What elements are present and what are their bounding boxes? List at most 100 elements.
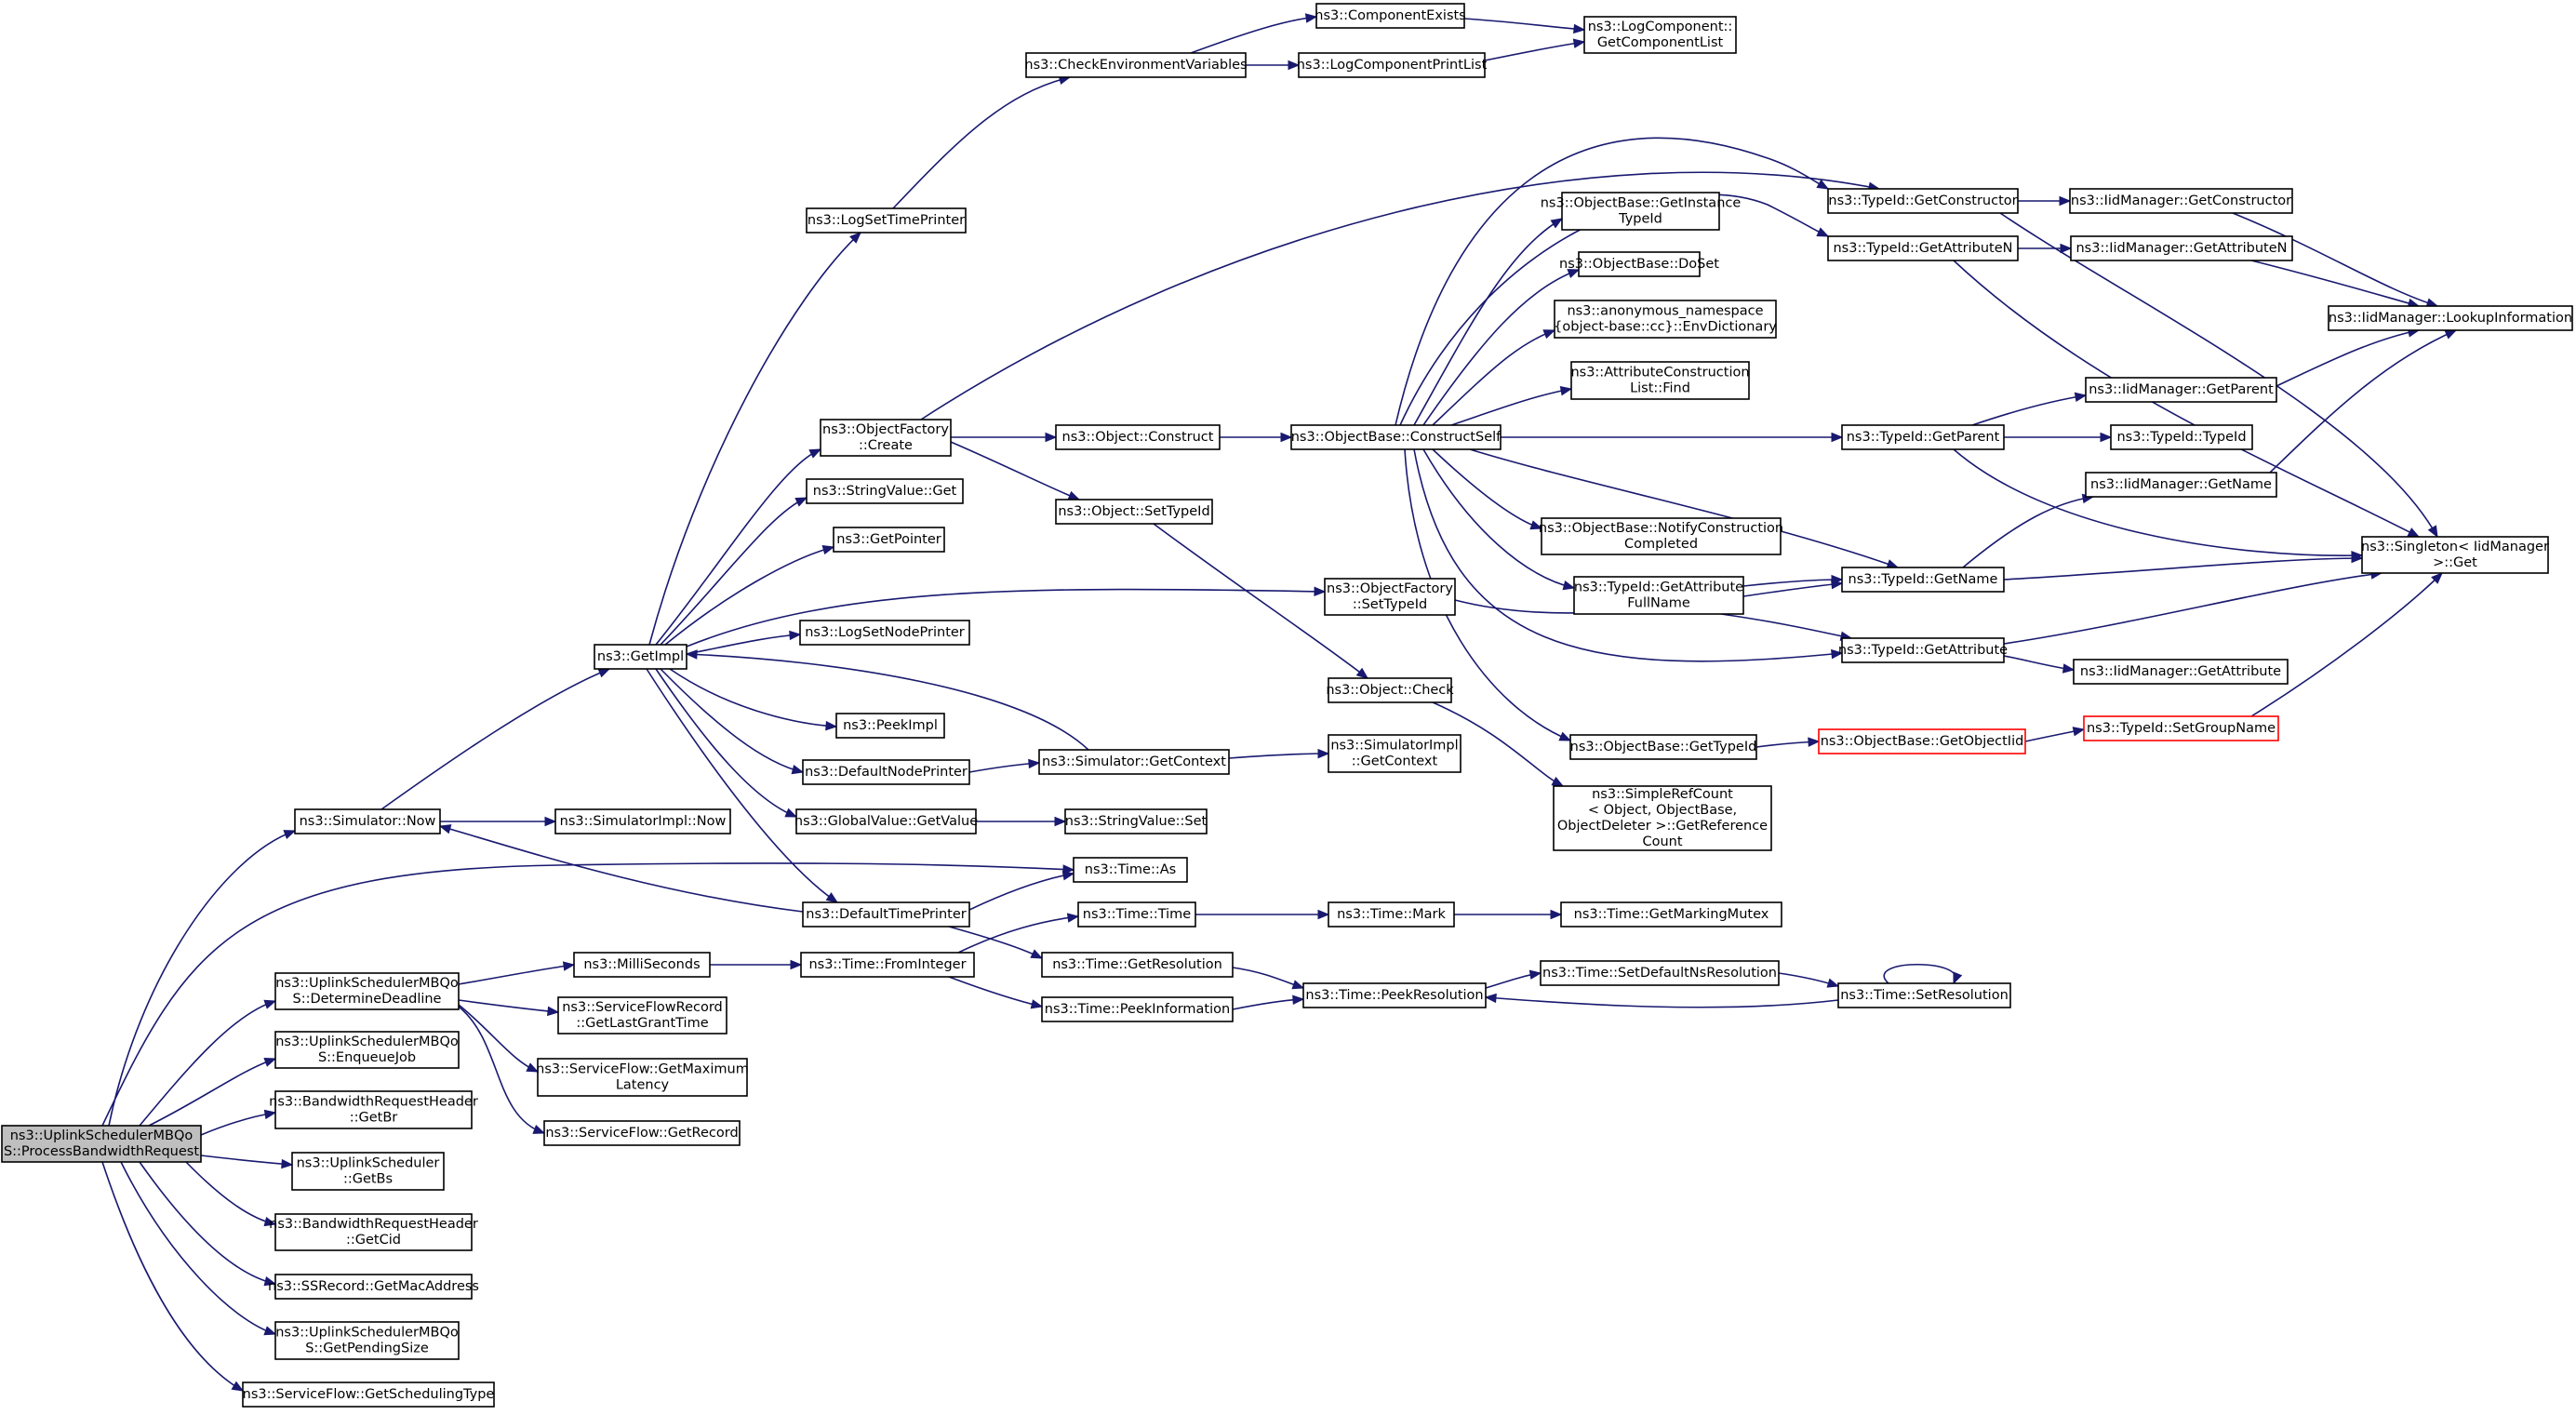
node-simgetcontext[interactable]: ns3::Simulator::GetContext xyxy=(1038,749,1230,775)
node-label: ns3::UplinkSchedulerMBQo xyxy=(10,1128,194,1143)
node-notifyconstr[interactable]: ns3::ObjectBase::NotifyConstructionCompl… xyxy=(1539,517,1783,555)
arrowhead xyxy=(1045,432,1058,443)
node-doset[interactable]: ns3::ObjectBase::DoSet xyxy=(1559,251,1719,277)
node-defnodeprinter[interactable]: ns3::DefaultNodePrinter xyxy=(802,759,970,785)
node-determine[interactable]: ns3::UplinkSchedulerMBQoS::DetermineDead… xyxy=(274,972,460,1010)
arrowhead xyxy=(2072,727,2086,737)
edge-constructself-to-notifyconstr xyxy=(1432,448,1543,530)
node-label: ns3::Time::GetResolution xyxy=(1052,957,1222,972)
node-logsettime[interactable]: ns3::LogSetTimePrinter xyxy=(806,207,967,234)
edge-getimpl-to-deftimeprinter xyxy=(646,668,839,903)
node-setdefnsres[interactable]: ns3::Time::SetDefaultNsResolution xyxy=(1540,960,1780,986)
node-iidlookup[interactable]: ns3::IidManager::LookupInformation xyxy=(2328,305,2573,331)
node-box xyxy=(291,1152,445,1191)
node-tidgetname[interactable]: ns3::TypeId::GetName xyxy=(1841,567,2005,593)
node-getcid[interactable]: ns3::BandwidthRequestHeader::GetCid xyxy=(269,1213,478,1251)
node-timegetres[interactable]: ns3::Time::GetResolution xyxy=(1041,952,1234,978)
edge-simnow-to-simimplnow xyxy=(440,816,557,827)
node-label: ns3::UplinkSchedulerMBQo xyxy=(275,1326,459,1341)
node-milliseconds[interactable]: ns3::MilliSeconds xyxy=(573,952,711,978)
node-timepeekinfo[interactable]: ns3::Time::PeekInformation xyxy=(1041,996,1234,1022)
edge-line xyxy=(968,873,1074,911)
node-objcheck[interactable]: ns3::Object::Check xyxy=(1326,677,1454,703)
node-tidgetconstr[interactable]: ns3::TypeId::GetConstructor xyxy=(1827,188,2019,214)
node-objsettypeid[interactable]: ns3::Object::SetTypeId xyxy=(1055,499,1213,525)
node-objfactcreate[interactable]: ns3::ObjectFactory::Create xyxy=(820,419,952,457)
node-obgetobjtid[interactable]: ns3::ObjectBase::GetObjectIid xyxy=(1818,728,2026,754)
node-logsetnode[interactable]: ns3::LogSetNodePrinter xyxy=(799,620,970,646)
node-box xyxy=(2070,235,2293,261)
arrowhead xyxy=(263,1057,277,1067)
node-simimplnow[interactable]: ns3::SimulatorImpl::Now xyxy=(554,808,731,834)
arrowhead xyxy=(1304,13,1318,23)
node-label: ns3::SSRecord::GetMacAddress xyxy=(268,1279,479,1294)
nodes-layer: ns3::UplinkSchedulerMBQoS::ProcessBandwi… xyxy=(1,3,2573,1408)
node-getimpl[interactable]: ns3::GetImpl xyxy=(594,644,687,670)
node-simplerefcount[interactable]: ns3::SimpleRefCount< Object, ObjectBase,… xyxy=(1553,785,1772,851)
edge-line xyxy=(1432,329,1555,426)
node-checkenv[interactable]: ns3::CheckEnvironmentVariables xyxy=(1024,52,1248,78)
node-sfrlastgrant[interactable]: ns3::ServiceFlowRecord::GetLastGrantTime xyxy=(557,996,727,1035)
node-tidsetgroup[interactable]: ns3::TypeId::SetGroupName xyxy=(2083,715,2279,741)
node-peekimpl[interactable]: ns3::PeekImpl xyxy=(835,713,945,739)
node-constructself[interactable]: ns3::ObjectBase::ConstructSelf xyxy=(1290,424,1502,450)
node-iidgetname[interactable]: ns3::IidManager::GetName xyxy=(2085,472,2277,498)
node-getmac[interactable]: ns3::SSRecord::GetMacAddress xyxy=(268,1274,479,1300)
node-label: ns3::ServiceFlow::GetSchedulingType xyxy=(243,1387,495,1402)
node-getbs[interactable]: ns3::UplinkScheduler::GetBs xyxy=(291,1152,445,1191)
node-tidtypeid[interactable]: ns3::TypeId::TypeId xyxy=(2110,424,2253,450)
node-iidgetattr[interactable]: ns3::IidManager::GetAttribute xyxy=(2073,659,2289,685)
node-obgettypeid[interactable]: ns3::ObjectBase::GetTypeId xyxy=(1569,734,1757,760)
node-singletonget[interactable]: ns3::Singleton< IidManager>::Get xyxy=(2361,536,2549,574)
node-tidgetattr[interactable]: ns3::TypeId::GetAttribute xyxy=(1838,637,2008,663)
edge-constructself-to-getinsttypeid xyxy=(1413,218,1564,426)
node-timeas[interactable]: ns3::Time::As xyxy=(1073,857,1188,883)
node-getpending[interactable]: ns3::UplinkSchedulerMBQoS::GetPendingSiz… xyxy=(274,1321,460,1360)
node-logcompprint[interactable]: ns3::LogComponentPrintList xyxy=(1297,52,1488,78)
edge-root-to-getcid xyxy=(185,1161,277,1227)
node-envdict[interactable]: ns3::anonymous_namespace{object-base::cc… xyxy=(1554,300,1777,339)
node-objfactsettypeid[interactable]: ns3::ObjectFactory::SetTypeId xyxy=(1324,578,1456,616)
node-root[interactable]: ns3::UplinkSchedulerMBQoS::ProcessBandwi… xyxy=(1,1125,202,1163)
node-iidgetconstr[interactable]: ns3::IidManager::GetConstructor xyxy=(2069,188,2293,214)
edge-line xyxy=(646,668,838,903)
node-sfgetrecord[interactable]: ns3::ServiceFlow::GetRecord xyxy=(543,1120,741,1146)
node-simnow[interactable]: ns3::Simulator::Now xyxy=(294,808,441,834)
node-getbr[interactable]: ns3::BandwidthRequestHeader::GetBr xyxy=(269,1090,478,1129)
node-deftimeprinter[interactable]: ns3::DefaultTimePrinter xyxy=(802,901,970,928)
node-timesetres[interactable]: ns3::Time::SetResolution xyxy=(1837,982,2011,1008)
edge-globalvalget-to-strvalset xyxy=(976,816,1067,827)
node-tidgetparent[interactable]: ns3::TypeId::GetParent xyxy=(1841,424,2005,450)
node-iidgetattrn[interactable]: ns3::IidManager::GetAttributeN xyxy=(2070,235,2293,261)
node-logcompget[interactable]: ns3::LogComponent::GetComponentList xyxy=(1583,16,1737,54)
node-timepeekres[interactable]: ns3::Time::PeekResolution xyxy=(1302,982,1487,1008)
node-box xyxy=(1569,734,1757,760)
node-getpointer[interactable]: ns3::GetPointer xyxy=(833,527,945,553)
node-objconstruct[interactable]: ns3::Object::Construct xyxy=(1055,424,1221,450)
node-strvalset[interactable]: ns3::StringValue::Set xyxy=(1064,808,1208,834)
node-box xyxy=(806,478,964,504)
edge-tidgetparent-to-iidgetparent xyxy=(1971,392,2088,426)
node-iidgetparent[interactable]: ns3::IidManager::GetParent xyxy=(2085,377,2277,403)
node-globalvalget[interactable]: ns3::GlobalValue::GetValue xyxy=(794,808,978,834)
node-label: >::Get xyxy=(2433,555,2477,570)
node-getmarkmutex[interactable]: ns3::Time::GetMarkingMutex xyxy=(1560,901,1782,928)
node-timefromint[interactable]: ns3::Time::FromInteger xyxy=(800,952,975,978)
node-tidgetattrn[interactable]: ns3::TypeId::GetAttributeN xyxy=(1827,235,2019,261)
node-strvalget[interactable]: ns3::StringValue::Get xyxy=(806,478,964,504)
edge-line xyxy=(1228,753,1329,759)
node-box xyxy=(2073,659,2289,685)
edge-getimpl-to-getpointer xyxy=(664,545,835,646)
node-compexists[interactable]: ns3::ComponentExists xyxy=(1315,3,1466,29)
node-timetime[interactable]: ns3::Time::Time xyxy=(1077,901,1196,928)
arrowhead xyxy=(263,1109,277,1120)
arrowhead xyxy=(1054,816,1067,827)
node-simimplgetctx[interactable]: ns3::SimulatorImpl::GetContext xyxy=(1328,734,1462,773)
node-getsched[interactable]: ns3::ServiceFlow::GetSchedulingType xyxy=(242,1382,495,1408)
node-timemark[interactable]: ns3::Time::Mark xyxy=(1328,901,1455,928)
